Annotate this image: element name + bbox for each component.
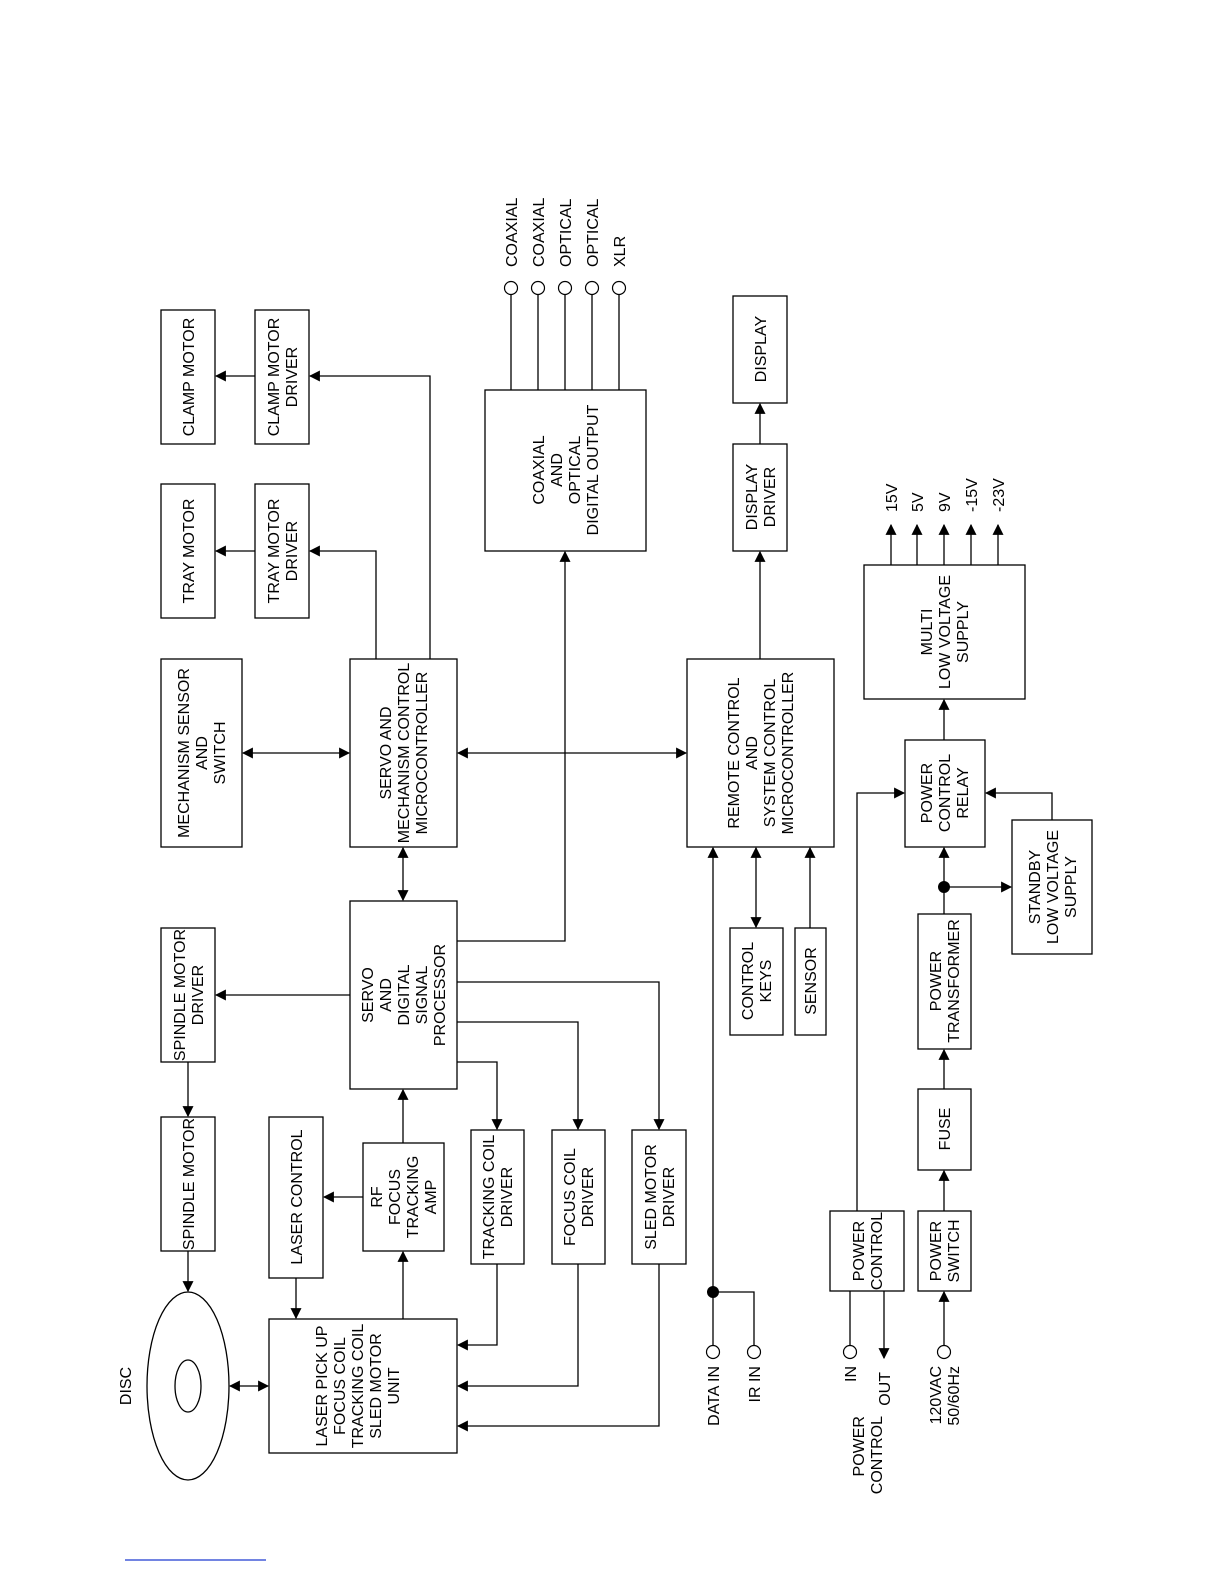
block-display: DISPLAY bbox=[732, 295, 788, 404]
power-control-out-label: OUT bbox=[877, 1372, 894, 1406]
spindle-motor-driver-label: SPINDLE MOTORDRIVER bbox=[172, 929, 207, 1061]
clamp-motor-label: CLAMP MOTOR bbox=[181, 318, 198, 437]
power-control-title-label: POWERCONTROL bbox=[851, 1416, 886, 1494]
block-multi-low-voltage-supply: MULTILOW VOLTAGESUPPLY bbox=[863, 564, 1026, 700]
sled-motor-driver-label: SLED MOTORDRIVER bbox=[643, 1144, 678, 1250]
display-driver-label: DISPLAYDRIVER bbox=[744, 463, 779, 530]
block-tray-motor: TRAY MOTOR bbox=[160, 483, 216, 619]
multi-low-voltage-supply-label: MULTILOW VOLTAGESUPPLY bbox=[919, 575, 972, 689]
voltage-label: -23V bbox=[991, 478, 1008, 512]
block-coaxial-optical-output: COAXIALANDOPTICALDIGITAL OUTPUT bbox=[484, 389, 647, 552]
block-sled-motor-driver: SLED MOTORDRIVER bbox=[631, 1129, 687, 1265]
servo-mechanism-controller-label: SERVO ANDMECHANISM CONTROLMICROCONTROLLE… bbox=[378, 663, 431, 844]
voltage-label: 9V bbox=[937, 492, 954, 512]
block-power-transformer: POWERTRANSFORMER bbox=[917, 913, 972, 1050]
voltage-labels: 15V 5V 9V -15V -23V bbox=[884, 478, 1008, 512]
display-label: DISPLAY bbox=[753, 315, 770, 382]
power-transformer-label: POWERTRANSFORMER bbox=[928, 919, 963, 1043]
block-spindle-motor: SPINDLE MOTOR bbox=[160, 1116, 216, 1252]
conn-dsp-to-digital-output bbox=[457, 550, 571, 942]
pickup-unit-label: LASER PICK UPFOCUS COILTRACKING COILSLED… bbox=[314, 1324, 403, 1449]
output-labels: COAXIAL COAXIAL OPTICAL OPTICAL XLR bbox=[504, 198, 629, 267]
power-control-relay-label: POWERCONTROLRELAY bbox=[919, 754, 972, 832]
remote-system-controller-label: REMOTE CONTROLANDSYSTEM CONTROLMICROCONT… bbox=[726, 672, 797, 835]
conn-servo-to-clamp-driver bbox=[308, 370, 431, 659]
fuse-label: FUSE bbox=[937, 1108, 954, 1151]
disc bbox=[146, 1291, 230, 1481]
block-mechanism-sensor: MECHANISM SENSORANDSWITCH bbox=[160, 658, 243, 848]
focus-coil-driver-label: FOCUS COILDRIVER bbox=[562, 1148, 597, 1246]
coaxial-optical-output-label: COAXIALANDOPTICALDIGITAL OUTPUT bbox=[531, 404, 602, 535]
block-spindle-motor-driver: SPINDLE MOTORDRIVER bbox=[160, 927, 216, 1063]
clamp-motor-driver-label: CLAMP MOTORDRIVER bbox=[266, 318, 301, 437]
power-control-in-label: IN bbox=[843, 1366, 860, 1382]
conn-focus-driver-to-pickup bbox=[456, 1264, 579, 1392]
power-switch-label: POWERSWITCH bbox=[928, 1219, 963, 1282]
output-label: OPTICAL bbox=[558, 198, 575, 267]
block-clamp-motor-driver: CLAMP MOTORDRIVER bbox=[254, 309, 310, 445]
block-display-driver: DISPLAYDRIVER bbox=[732, 443, 788, 552]
output-label: OPTICAL bbox=[585, 198, 602, 267]
block-tray-motor-driver: TRAY MOTORDRIVER bbox=[254, 483, 310, 619]
conn-standby-to-relay bbox=[984, 787, 1053, 820]
connections bbox=[182, 295, 1053, 1432]
voltage-label: 15V bbox=[884, 483, 901, 512]
conn-dsp-to-tracking-driver bbox=[457, 1061, 503, 1131]
standby-low-voltage-supply-label: STANDBYLOW VOLTAGESUPPLY bbox=[1027, 830, 1080, 944]
sensor-label: SENSOR bbox=[803, 947, 820, 1015]
conn-servo-to-tray-driver bbox=[308, 545, 377, 659]
conn-dsp-to-focus-driver bbox=[457, 1021, 584, 1131]
conn-power-control-to-relay bbox=[856, 787, 906, 1211]
data-in-label: DATA IN bbox=[706, 1366, 723, 1426]
block-control-keys: CONTROLKEYS bbox=[729, 927, 784, 1036]
laser-control-label: LASER CONTROL bbox=[289, 1129, 306, 1264]
voltage-label: -15V bbox=[964, 478, 981, 512]
block-clamp-motor: CLAMP MOTOR bbox=[160, 309, 216, 445]
conn-sled-driver-to-pickup bbox=[456, 1264, 660, 1432]
block-servo-dsp: SERVOANDDIGITALSIGNALPROCESSOR bbox=[349, 900, 458, 1090]
input-terminals bbox=[705, 1344, 952, 1360]
block-power-control-relay: POWERCONTROLRELAY bbox=[904, 739, 986, 848]
conn-dsp-to-sled-driver bbox=[457, 981, 665, 1131]
junction-dot bbox=[707, 1286, 719, 1298]
output-label: COAXIAL bbox=[504, 198, 521, 267]
control-keys-label: CONTROLKEYS bbox=[740, 942, 775, 1020]
voltage-label: 5V bbox=[910, 492, 927, 512]
output-terminals bbox=[503, 280, 627, 296]
rf-amp-label: RFFOCUSTRACKINGAMP bbox=[369, 1156, 440, 1239]
block-standby-low-voltage-supply: STANDBYLOW VOLTAGESUPPLY bbox=[1011, 819, 1093, 955]
servo-dsp-label: SERVOANDDIGITALSIGNALPROCESSOR bbox=[360, 944, 449, 1046]
block-remote-system-controller: REMOTE CONTROLANDSYSTEM CONTROLMICROCONT… bbox=[686, 658, 835, 848]
block-servo-mechanism-controller: SERVO ANDMECHANISM CONTROLMICROCONTROLLE… bbox=[349, 658, 458, 848]
ir-in-label: IR IN bbox=[747, 1366, 764, 1402]
block-fuse: FUSE bbox=[917, 1088, 972, 1171]
ac-input-label: 120VAC50/60Hz bbox=[928, 1366, 963, 1426]
block-power-control: POWERCONTROL bbox=[829, 1210, 905, 1292]
block-sensor: SENSOR bbox=[794, 927, 827, 1036]
block-laser-control: LASER CONTROL bbox=[268, 1116, 324, 1279]
output-label: XLR bbox=[612, 236, 629, 267]
block-tracking-coil-driver: TRACKING COILDRIVER bbox=[470, 1129, 525, 1265]
junction-dot bbox=[938, 881, 950, 893]
tray-motor-driver-label: TRAY MOTORDRIVER bbox=[266, 499, 301, 604]
power-control-label: POWERCONTROL bbox=[851, 1212, 886, 1290]
block-focus-coil-driver: FOCUS COILDRIVER bbox=[551, 1129, 606, 1265]
block-rf-amp: RFFOCUSTRACKINGAMP bbox=[362, 1142, 445, 1252]
tray-motor-label: TRAY MOTOR bbox=[181, 499, 198, 604]
block-power-switch: POWERSWITCH bbox=[917, 1210, 972, 1292]
spindle-motor-label: SPINDLE MOTOR bbox=[181, 1118, 198, 1250]
tracking-coil-driver-label: TRACKING COILDRIVER bbox=[481, 1135, 516, 1260]
block-pickup-unit: LASER PICK UPFOCUS COILTRACKING COILSLED… bbox=[268, 1318, 458, 1454]
disc-label: DISC bbox=[118, 1367, 135, 1405]
mechanism-sensor-label: MECHANISM SENSORANDSWITCH bbox=[176, 668, 229, 838]
output-label: COAXIAL bbox=[531, 198, 548, 267]
conn-tracking-driver-to-pickup bbox=[456, 1264, 498, 1351]
